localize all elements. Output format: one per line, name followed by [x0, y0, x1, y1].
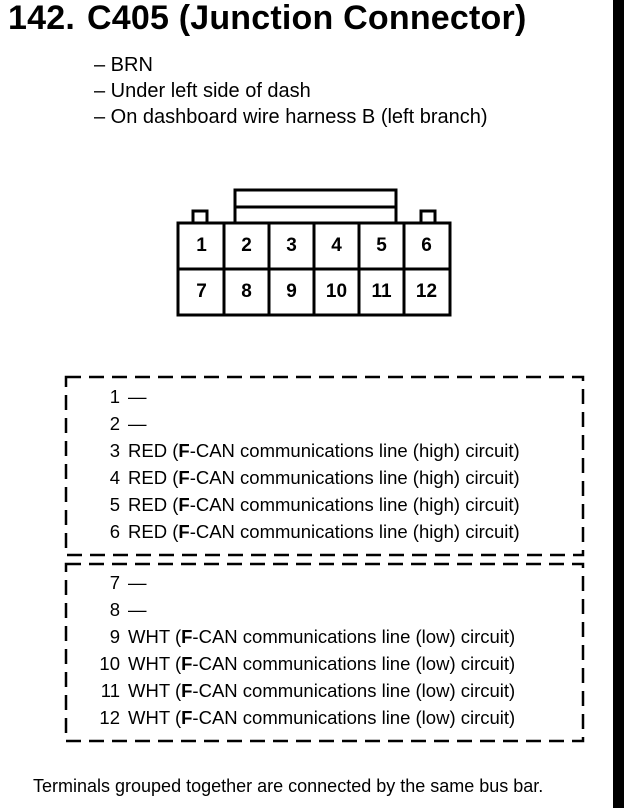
terminal-number: 3 — [109, 440, 120, 461]
terminal-bold: F — [178, 521, 190, 542]
connector-notes: – BRN – Under left side of dash – On das… — [94, 52, 488, 130]
pin-5: 5 — [376, 234, 387, 256]
terminal-row: 6 RED (F-CAN communications line (high) c… — [82, 521, 520, 543]
wire-color: WHT — [128, 680, 170, 701]
terminal-row: 7— — [82, 572, 147, 594]
terminal-desc: -CAN communications line (high) circuit) — [189, 440, 520, 461]
terminal-number: 1 — [109, 386, 120, 407]
terminal-row: 1— — [82, 386, 147, 408]
note-harness: – On dashboard wire harness B (left bran… — [94, 106, 488, 128]
pin-9: 9 — [286, 280, 297, 302]
terminal-prefix: ( — [172, 494, 179, 515]
pin-12: 12 — [415, 280, 438, 302]
pin-8: 8 — [241, 280, 252, 302]
group-box-low — [64, 562, 585, 743]
connector-diagram — [176, 188, 452, 317]
terminal-row: 10 WHT (F-CAN communications line (low) c… — [82, 653, 515, 675]
terminal-number: 11 — [100, 680, 120, 701]
pin-6: 6 — [421, 234, 432, 256]
terminal-number: 5 — [109, 494, 120, 515]
title-number: 142. — [8, 0, 75, 37]
note-location: – Under left side of dash — [94, 80, 311, 102]
terminal-prefix: ( — [174, 680, 182, 701]
terminal-row: 11 WHT (F-CAN communications line (low) c… — [82, 680, 515, 702]
terminal-prefix: ( — [174, 653, 182, 674]
pin-7: 7 — [196, 280, 207, 302]
terminal-number: 2 — [109, 413, 120, 434]
wire-color: WHT — [128, 653, 170, 674]
group-box-high — [64, 375, 585, 557]
terminal-prefix: ( — [172, 440, 179, 461]
terminal-number: 6 — [109, 521, 120, 542]
page-edge-bar — [613, 0, 624, 808]
terminal-desc: -CAN communications line (high) circuit) — [189, 467, 520, 488]
terminal-number: 10 — [99, 653, 120, 674]
pin-10: 10 — [325, 280, 348, 302]
terminal-prefix: — — [128, 413, 147, 434]
wire-color: RED — [128, 521, 168, 542]
wire-color: WHT — [128, 707, 170, 728]
terminal-desc: -CAN communications line (high) circuit) — [189, 521, 520, 542]
terminal-prefix: — — [128, 386, 147, 407]
right-latch — [419, 209, 437, 223]
note-color: – BRN — [94, 54, 153, 76]
terminal-bold: F — [181, 653, 193, 674]
terminal-desc: -CAN communications line (low) circuit) — [192, 707, 516, 728]
left-latch — [191, 209, 209, 223]
terminal-number: 8 — [109, 599, 120, 620]
terminal-prefix: ( — [172, 467, 179, 488]
wire-color: RED — [128, 467, 168, 488]
terminal-number: 7 — [109, 572, 120, 593]
terminal-row: 9 WHT (F-CAN communications line (low) ci… — [82, 626, 516, 648]
wire-color: RED — [128, 494, 168, 515]
terminal-row: 8— — [82, 599, 147, 621]
wire-color: RED — [128, 440, 168, 461]
terminal-number: 4 — [109, 467, 120, 488]
bus-bar-footnote: Terminals grouped together are connected… — [33, 776, 544, 796]
pin-3: 3 — [286, 234, 297, 256]
terminal-bold: F — [181, 707, 193, 728]
pin-2: 2 — [241, 234, 252, 256]
page-title: 142. C405 (Junction Connector) — [8, 0, 526, 38]
terminal-prefix: — — [128, 599, 147, 620]
terminal-prefix: ( — [172, 521, 179, 542]
terminal-bold: F — [178, 440, 190, 461]
terminal-prefix: ( — [174, 626, 182, 647]
terminal-row: 2— — [82, 413, 147, 435]
terminal-desc: -CAN communications line (high) circuit) — [189, 494, 520, 515]
pin-1: 1 — [196, 234, 207, 256]
terminal-number: 12 — [99, 707, 120, 728]
terminal-row: 12 WHT (F-CAN communications line (low) c… — [82, 707, 515, 729]
terminal-desc: -CAN communications line (low) circuit) — [192, 680, 516, 701]
wire-color: WHT — [128, 626, 170, 647]
terminal-row: 4 RED (F-CAN communications line (high) c… — [82, 467, 520, 489]
terminal-prefix: ( — [174, 707, 182, 728]
pin-4: 4 — [331, 234, 342, 256]
terminal-bold: F — [181, 680, 193, 701]
terminal-row: 5 RED (F-CAN communications line (high) c… — [82, 494, 520, 516]
title-text: C405 (Junction Connector) — [86, 0, 527, 37]
terminal-number: 9 — [109, 626, 120, 647]
terminal-desc: -CAN communications line (low) circuit) — [192, 653, 516, 674]
pin-11: 11 — [371, 280, 392, 302]
terminal-bold: F — [178, 494, 190, 515]
terminal-bold: F — [181, 626, 193, 647]
terminal-row: 3 RED (F-CAN communications line (high) c… — [82, 440, 520, 462]
terminal-prefix: — — [128, 572, 147, 593]
terminal-desc: -CAN communications line (low) circuit) — [192, 626, 516, 647]
terminal-bold: F — [178, 467, 190, 488]
